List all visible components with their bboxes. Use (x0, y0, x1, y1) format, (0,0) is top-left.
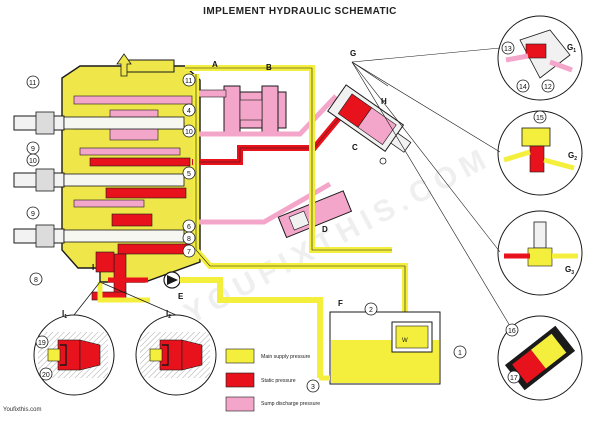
detail-G1 (497, 15, 583, 101)
letter-I1: I1 (62, 309, 67, 320)
callout-15: 15 (533, 110, 547, 124)
legend: Main supply pressure Static pressure Sum… (225, 348, 320, 412)
svg-text:10: 10 (185, 129, 193, 136)
svg-text:3: 3 (311, 384, 315, 391)
callout-8a: 8 (29, 272, 43, 286)
letter-F: F (338, 299, 343, 308)
callout-1: 1 (453, 345, 467, 359)
callout-14: 14 (516, 79, 530, 93)
letter-G2: G2 (568, 151, 577, 162)
legend-main: Main supply pressure (261, 354, 310, 360)
svg-text:7: 7 (187, 249, 191, 256)
callout-16: 16 (505, 323, 519, 337)
callout-12: 12 (541, 79, 555, 93)
svg-text:8: 8 (187, 236, 191, 243)
callout-3: 3 (306, 379, 320, 393)
svg-text:15: 15 (536, 115, 544, 122)
svg-text:19: 19 (38, 340, 46, 347)
letter-G: G (350, 49, 356, 58)
letter-I2: I2 (166, 309, 171, 320)
letter-H: H (381, 97, 387, 106)
svg-text:6: 6 (187, 224, 191, 231)
callout-10b: 10 (182, 124, 196, 138)
G-leader-lines (351, 47, 511, 327)
svg-text:1: 1 (458, 350, 462, 357)
svg-text:12: 12 (544, 84, 552, 91)
letter-C: C (352, 143, 358, 152)
cylinder-H (327, 84, 412, 153)
svg-text:11: 11 (29, 80, 36, 87)
svg-text:20: 20 (42, 372, 50, 379)
detail-I2 (135, 314, 217, 396)
legend-static: Static pressure (261, 378, 296, 384)
callout-19: 19 (35, 335, 49, 349)
svg-text:14: 14 (519, 84, 527, 91)
detail-I1 (33, 314, 115, 396)
svg-text:8: 8 (34, 277, 38, 284)
spool-stems (13, 111, 65, 248)
letter-G3: G3 (565, 265, 574, 276)
sump-line-to-H (198, 94, 338, 137)
callout-4: 4 (182, 103, 196, 117)
callout-11a: 11 (26, 75, 40, 89)
callout-8b: 8 (182, 231, 196, 245)
static-passages (89, 157, 191, 301)
letter-E: E (178, 292, 184, 301)
page-title: IMPLEMENT HYDRAULIC SCHEMATIC (203, 6, 397, 17)
callout-7: 7 (182, 244, 196, 258)
callouts: 11 9 10 9 8 11 4 10 5 6 8 7 2 1 3 19 20 … (26, 41, 555, 393)
svg-text:10: 10 (29, 158, 37, 165)
letter-I: I (92, 263, 94, 272)
letter-A: A (212, 60, 218, 69)
callout-6: 6 (182, 219, 196, 233)
callout-2: 2 (364, 302, 378, 316)
reservoir-F: W (319, 311, 441, 385)
callout-9a: 9 (26, 141, 40, 155)
svg-text:4: 4 (187, 108, 191, 115)
callout-13: 13 (501, 41, 515, 55)
letters: A B C D E F G H I I1 I2 G1 G2 G3 (62, 43, 577, 320)
callout-10a: 10 (26, 153, 40, 167)
letter-B: B (266, 63, 272, 72)
pump-E (108, 271, 323, 378)
supply-lines (97, 65, 408, 330)
svg-text:2: 2 (369, 307, 373, 314)
cylinder-B (197, 85, 287, 135)
callout-9b: 9 (26, 206, 40, 220)
letter-D: D (322, 225, 328, 234)
svg-text:9: 9 (31, 146, 35, 153)
svg-text:9: 9 (31, 211, 35, 218)
detail-G2 (497, 110, 583, 196)
svg-text:11: 11 (185, 78, 192, 85)
callout-5: 5 (182, 166, 196, 180)
svg-text:17: 17 (510, 375, 518, 382)
svg-text:16: 16 (508, 328, 516, 335)
svg-text:13: 13 (504, 46, 512, 53)
detail-G3 (497, 210, 583, 296)
callout-17: 17 (507, 370, 521, 384)
svg-text:W: W (402, 338, 408, 344)
footer-credit: Youfixthis.com (3, 407, 42, 413)
letter-G1: G1 (567, 43, 576, 54)
svg-text:5: 5 (187, 171, 191, 178)
legend-sump: Sump discharge pressure (261, 401, 320, 407)
callout-20: 20 (39, 367, 53, 381)
callout-11b: 11 (182, 73, 196, 87)
